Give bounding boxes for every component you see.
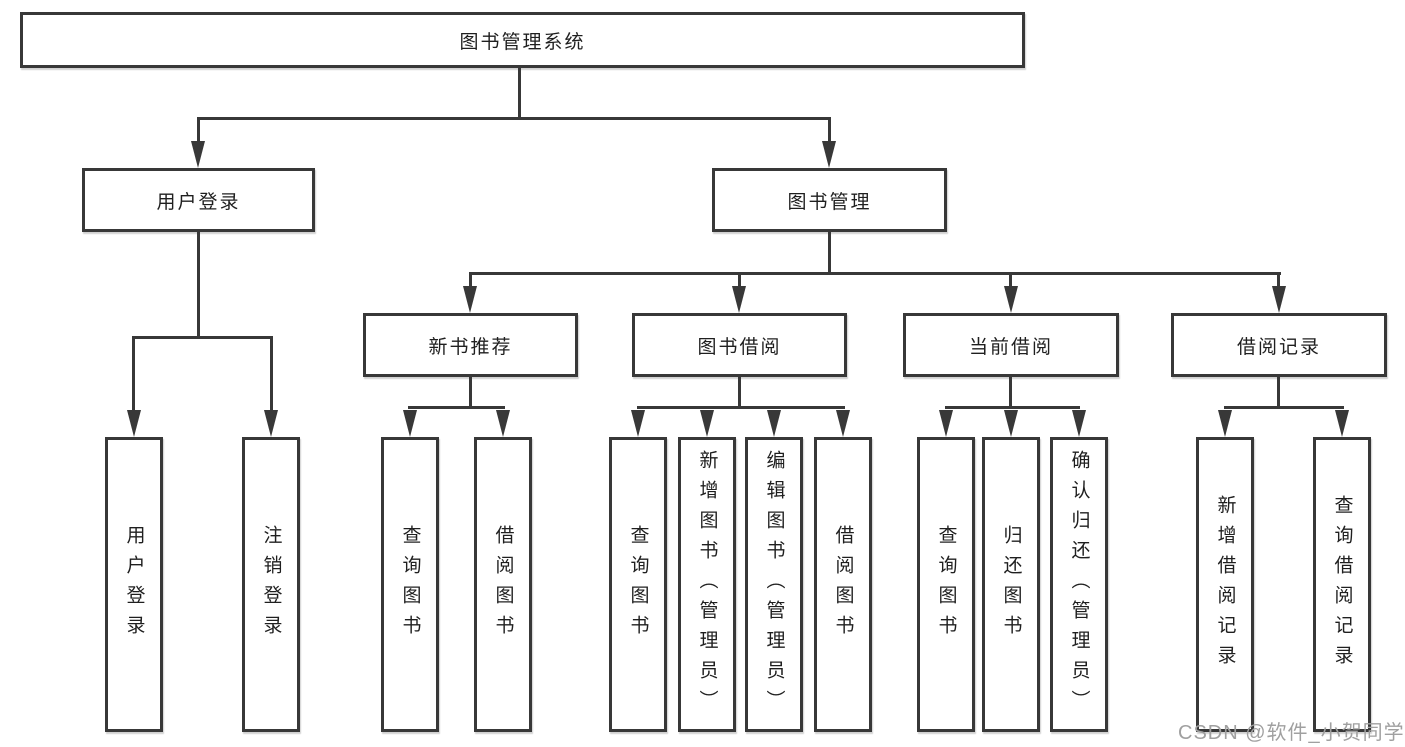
node-borrow-books-recommend: 借阅图书 xyxy=(474,437,532,732)
arrowhead-down xyxy=(1004,286,1018,313)
arrowhead-down xyxy=(127,410,141,437)
connector-vline xyxy=(197,117,200,144)
arrowhead-down xyxy=(939,410,953,437)
connector-hline xyxy=(1224,406,1344,409)
connector-vline xyxy=(270,336,273,414)
node-query-borrow-record: 查询借阅记录 xyxy=(1313,437,1371,732)
connector-hline xyxy=(469,272,1281,275)
connector-hline xyxy=(197,117,831,120)
connector-vline xyxy=(1009,377,1012,407)
arrowhead-down xyxy=(732,286,746,313)
connector-vline xyxy=(518,68,521,120)
connector-vline xyxy=(1009,272,1012,288)
node-book-borrowing: 图书借阅 xyxy=(632,313,847,377)
connector-hline xyxy=(945,406,1080,409)
connector-hline xyxy=(408,406,505,409)
node-confirm-return-admin: 确认归还（管理员） xyxy=(1050,437,1108,732)
node-current-borrowing: 当前借阅 xyxy=(903,313,1119,377)
connector-vline xyxy=(469,272,472,288)
arrowhead-down xyxy=(191,141,205,168)
node-edit-books-admin: 编辑图书（管理员） xyxy=(745,437,803,732)
node-return-books: 归还图书 xyxy=(982,437,1040,732)
arrowhead-down xyxy=(1218,410,1232,437)
arrowhead-down xyxy=(767,410,781,437)
connector-vline xyxy=(1277,272,1280,288)
node-book-management: 图书管理 xyxy=(712,168,947,232)
arrowhead-down xyxy=(836,410,850,437)
arrowhead-down xyxy=(631,410,645,437)
node-library-management-system: 图书管理系统 xyxy=(20,12,1025,68)
connector-vline xyxy=(738,377,741,407)
connector-vline xyxy=(132,336,135,414)
arrowhead-down xyxy=(1072,410,1086,437)
node-query-books-current: 查询图书 xyxy=(917,437,975,732)
arrowhead-down xyxy=(403,410,417,437)
connector-vline xyxy=(828,232,831,275)
node-user-login-leaf: 用户登录 xyxy=(105,437,163,732)
connector-vline xyxy=(469,377,472,407)
arrowhead-down xyxy=(1004,410,1018,437)
node-user-login: 用户登录 xyxy=(82,168,315,232)
node-borrowing-records: 借阅记录 xyxy=(1171,313,1387,377)
node-query-books-borrowing: 查询图书 xyxy=(609,437,667,732)
connector-vline xyxy=(197,232,200,339)
connector-hline xyxy=(637,406,845,409)
node-add-borrow-record: 新增借阅记录 xyxy=(1196,437,1254,732)
connector-vline xyxy=(738,272,741,288)
connector-vline xyxy=(828,117,831,144)
arrowhead-down xyxy=(1335,410,1349,437)
csdn-watermark: CSDN @软件_小贺同学 xyxy=(1178,722,1405,744)
node-logout-leaf: 注销登录 xyxy=(242,437,300,732)
arrowhead-down xyxy=(822,141,836,168)
node-new-book-recommendation: 新书推荐 xyxy=(363,313,578,377)
connector-hline xyxy=(132,336,273,339)
node-borrow-books-borrowing: 借阅图书 xyxy=(814,437,872,732)
node-query-books-recommend: 查询图书 xyxy=(381,437,439,732)
arrowhead-down xyxy=(496,410,510,437)
arrowhead-down xyxy=(463,286,477,313)
arrowhead-down xyxy=(700,410,714,437)
arrowhead-down xyxy=(1272,286,1286,313)
node-add-books-admin: 新增图书（管理员） xyxy=(678,437,736,732)
connector-vline xyxy=(1277,377,1280,407)
arrowhead-down xyxy=(264,410,278,437)
